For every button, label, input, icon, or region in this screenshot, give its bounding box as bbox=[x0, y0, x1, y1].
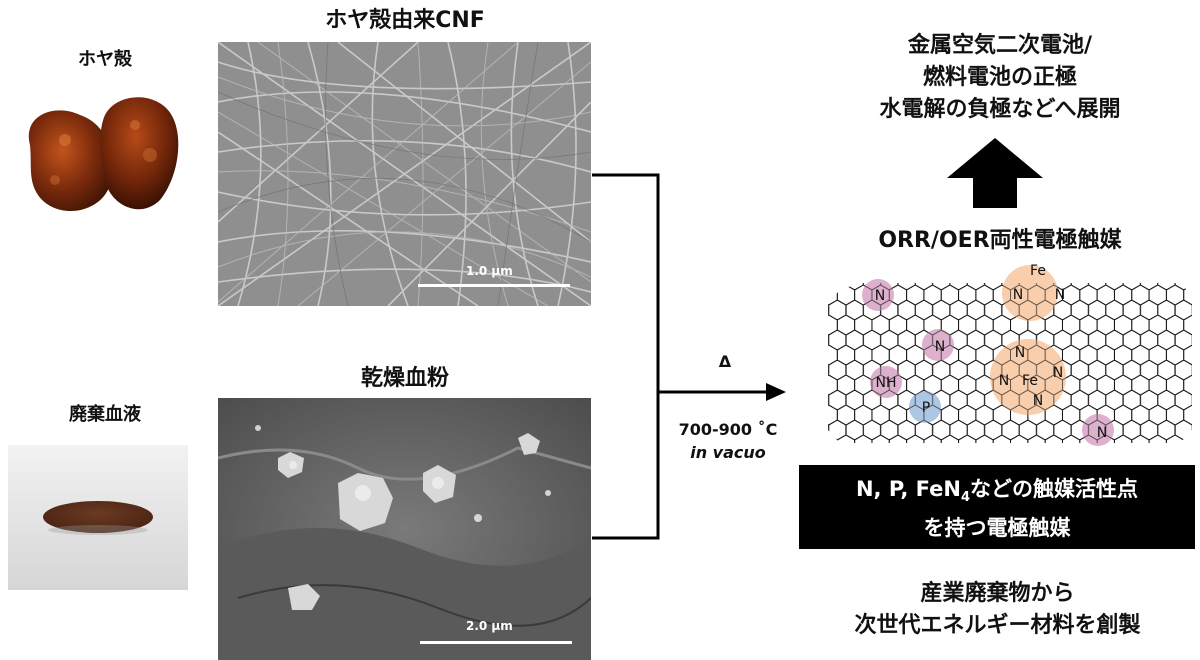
mol-nh: NH bbox=[876, 375, 897, 391]
application-line-3: 水電解の負極などへ展開 bbox=[879, 97, 1121, 122]
blood-powder-photo bbox=[8, 445, 188, 590]
sea-squirt-shell-photo bbox=[28, 97, 179, 212]
mol-n-mid: N bbox=[935, 339, 945, 355]
application-text: 金属空気二次電池/ 燃料電池の正極 水電解の負極などへ展開 bbox=[815, 30, 1185, 126]
mol-n-bottom-right: N bbox=[1097, 425, 1107, 441]
temperature-label: 700-900 ˚C bbox=[678, 420, 778, 439]
cnf-sem-image: 1.0 µm bbox=[218, 42, 591, 306]
mol-n-fe-left: N bbox=[999, 373, 1009, 389]
application-line-2: 燃料電池の正極 bbox=[922, 65, 1077, 90]
mol-n-fe-right: N bbox=[1053, 365, 1063, 381]
cnf-scale-label: 1.0 µm bbox=[466, 264, 513, 278]
n-p-doped-graphene-structure: N Fe N N N NH P Fe N N N N N bbox=[828, 263, 1192, 446]
powder-sem-image: 2.0 µm bbox=[218, 398, 591, 660]
shell-label: ホヤ殻 bbox=[78, 49, 132, 70]
process-connector-lines bbox=[592, 173, 786, 540]
blood-label: 廃棄血液 bbox=[69, 404, 141, 425]
catalyst-title: ORR/OER両性電極触媒 bbox=[878, 228, 1122, 253]
active-sites-box: N, P, FeN4などの触媒活性点 を持つ電極触媒 bbox=[799, 465, 1195, 549]
mol-n-fe-bottom: N bbox=[1033, 393, 1043, 409]
active-sites-line-2: を持つ電極触媒 bbox=[923, 516, 1071, 541]
mol-fe-top: Fe bbox=[1030, 263, 1046, 279]
active-sites-line-1: N, P, FeN4などの触媒活性点 bbox=[855, 477, 1139, 506]
vacuum-condition-label: in vacuo bbox=[690, 443, 766, 462]
mol-n-top-fe-left: N bbox=[1013, 287, 1023, 303]
mol-fe-center: Fe bbox=[1022, 373, 1038, 389]
conclusion-line-2: 次世代エネルギー材料を創製 bbox=[854, 613, 1141, 638]
powder-title: 乾燥血粉 bbox=[360, 366, 449, 391]
powder-scale-label: 2.0 µm bbox=[466, 619, 513, 633]
mol-n-top-fe-right: N bbox=[1055, 287, 1065, 303]
heat-delta-symbol: Δ bbox=[718, 352, 732, 371]
mol-n-top-left: N bbox=[875, 288, 885, 304]
mol-p: P bbox=[922, 400, 930, 416]
conclusion-line-1: 産業廃棄物から bbox=[920, 581, 1075, 606]
cnf-title: ホヤ殻由来CNF bbox=[325, 8, 485, 33]
cnf-scale-bar bbox=[418, 284, 570, 287]
mol-n-fe-top: N bbox=[1015, 345, 1025, 361]
conclusion-text: 産業廃棄物から 次世代エネルギー材料を創製 bbox=[800, 578, 1195, 642]
up-arrow-icon bbox=[947, 138, 1043, 208]
powder-scale-bar bbox=[420, 641, 572, 644]
application-line-1: 金属空気二次電池/ bbox=[907, 33, 1093, 58]
